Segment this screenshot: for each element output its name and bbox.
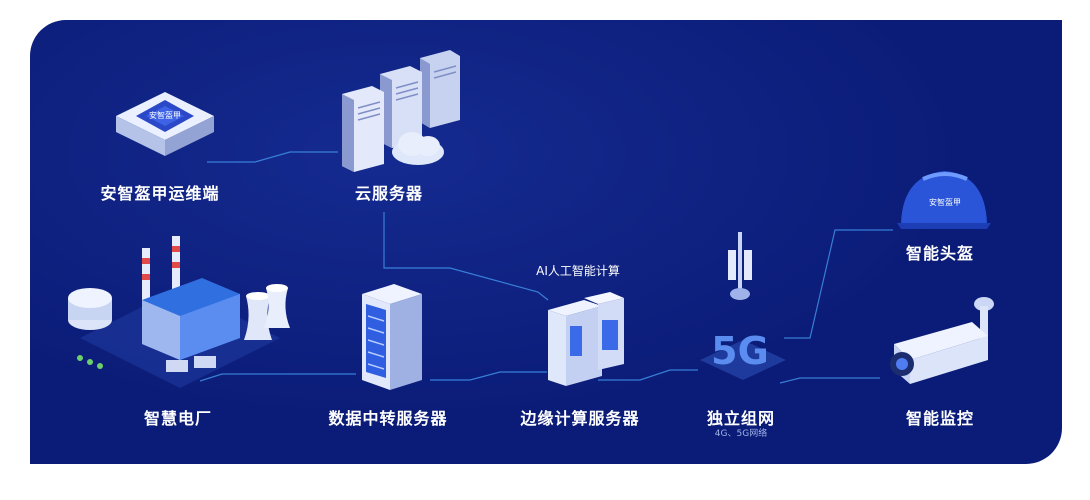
edge-server-label: 边缘计算服务器 [520,409,640,428]
chip-text: 安智盔甲 [149,110,181,120]
private-network-sub: 4G、5G网络 [714,429,768,439]
link-cloud-edge [383,212,549,301]
diagram-panel [30,20,1062,464]
link-relay-edge [430,371,547,381]
link-ops-cloud [207,151,338,163]
smart-plant-label: 智慧电厂 [143,409,213,428]
relay-server-label: 数据中转服务器 [328,409,448,428]
ops-terminal-chip-icon: 安智盔甲 [116,92,214,156]
link-5g-helmet [784,229,893,339]
ops-terminal-label: 安智盔甲运维端 [100,184,220,203]
smart-helmet-icon: 安智盔甲 [897,171,991,229]
smart-camera-icon [890,297,994,384]
cloud-server-label: 云服务器 [354,184,424,203]
smart-helmet-label: 智能头盔 [905,244,975,263]
link-5g-monitor [779,377,880,384]
link-plant-relay [199,373,356,382]
smart-power-plant-icon [68,236,290,388]
smart-monitor-label: 智能监控 [905,409,975,428]
tower-5g-text: 5G [711,329,769,373]
5g-tower-icon: 5G [700,232,786,380]
cloud-servers-icon [342,50,460,172]
link-edge-5g [598,369,698,381]
ai-computing-label: AI人工智能计算 [536,264,620,278]
edge-server-icon [548,292,624,386]
relay-server-icon [362,284,422,390]
helmet-text: 安智盔甲 [929,197,961,207]
private-network-label: 独立组网 [706,409,776,428]
